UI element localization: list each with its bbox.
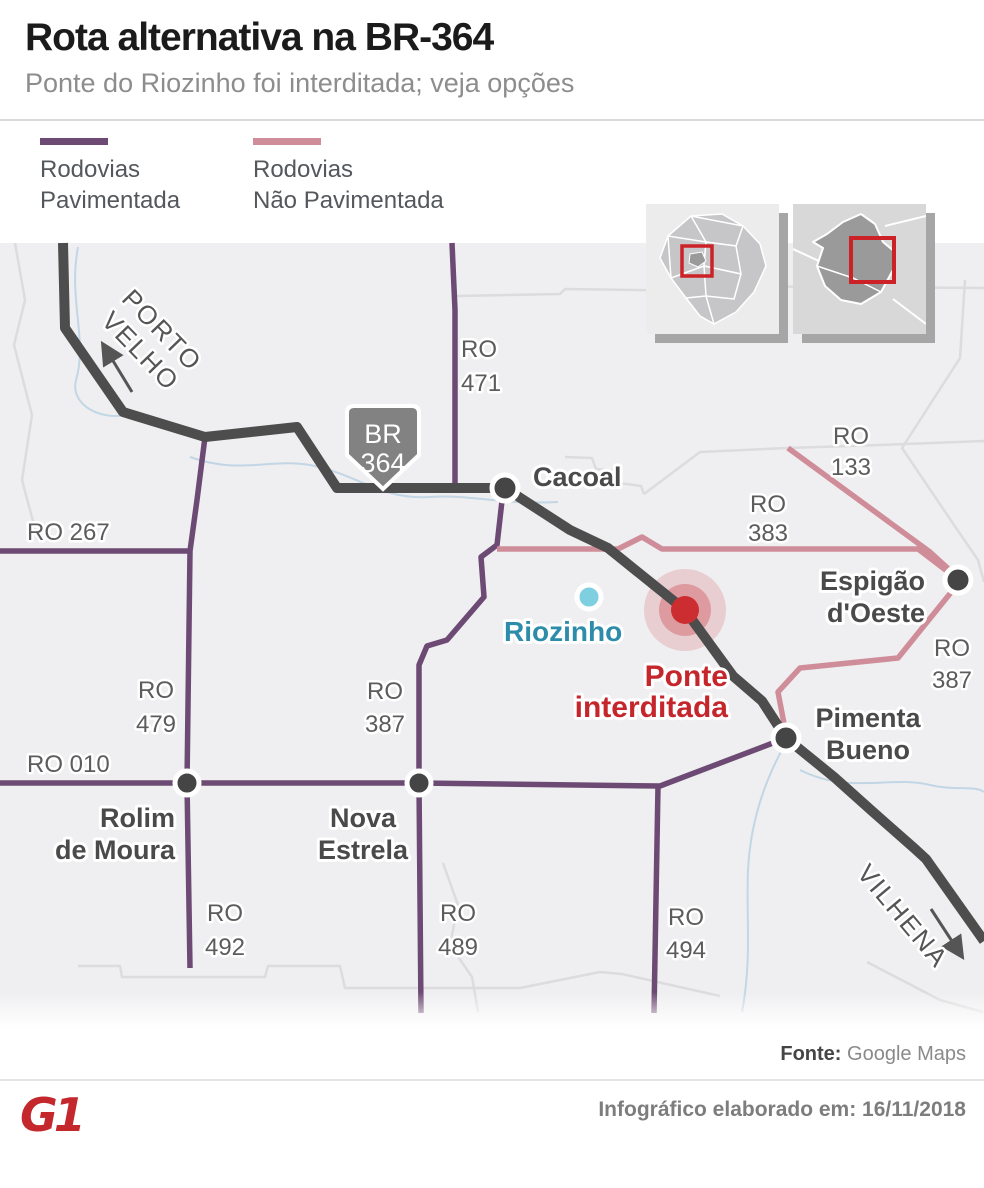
road-ro383 <box>497 534 958 581</box>
legend-paved: Rodovias Pavimentada <box>40 138 180 216</box>
rolim-de-moura-dot <box>172 768 202 798</box>
ro479-label-line1: RO <box>138 677 174 704</box>
focus-area-box <box>680 244 714 278</box>
map-background <box>0 243 984 1028</box>
ro494-label-line2: 494 <box>666 937 706 964</box>
ro133-label-line2: 133 <box>831 454 871 481</box>
page-subtitle: Ponte do Riozinho foi interditada; veja … <box>25 68 575 98</box>
rolim-label-line2: de Moura <box>55 835 176 865</box>
alert-line1: Ponte <box>645 660 728 693</box>
unpaved-roads <box>497 445 960 735</box>
header-divider <box>0 119 984 121</box>
nova-label-line2: Estrela <box>318 835 409 865</box>
ro479-label-line2: 479 <box>136 711 176 738</box>
paved-road-swatch <box>40 138 108 145</box>
ro492-label-line2: 492 <box>205 934 245 961</box>
shield-line1: BR <box>364 419 402 449</box>
source-label: Fonte: <box>780 1043 842 1065</box>
ro383-label-line1: RO <box>750 491 786 518</box>
road-ro133 <box>786 445 956 577</box>
ro010-label: RO 010 <box>27 751 110 778</box>
alert-line2: interditada <box>575 691 729 724</box>
rondonia-highlight-shape <box>688 251 707 268</box>
pimenta-bueno-dot <box>770 722 802 754</box>
footer-divider <box>0 1079 984 1081</box>
city-dots <box>172 472 974 798</box>
unpaved-road-swatch <box>253 138 321 145</box>
legend-unpaved: Rodovias Não Pavimentada <box>253 138 444 216</box>
road-br364 <box>58 242 984 944</box>
ro489-label-line1: RO <box>440 900 476 927</box>
ro387e-label-line1: RO <box>934 635 970 662</box>
map-bottom-fade <box>0 992 984 1028</box>
rolim-label-line1: Rolim <box>100 803 175 833</box>
source-value: Google Maps <box>847 1043 966 1065</box>
br364-shield-icon: BR 364 <box>345 404 421 492</box>
road-ro494 <box>651 785 661 1014</box>
pimenta-label-line2: Bueno <box>826 735 910 765</box>
credit-line: Infográfico elaborado em: 16/11/2018 <box>598 1098 966 1121</box>
riozinho-label: Riozinho <box>504 616 622 647</box>
unpaved-label-line2: Não Pavimentada <box>253 187 444 214</box>
nova-label-line1: Nova <box>330 803 397 833</box>
road-ro387-ro489 <box>416 491 506 1014</box>
ro387e-label-line2: 387 <box>932 667 972 694</box>
espigao-label-line2: d'Oeste <box>827 598 925 628</box>
ro471-label-line1: RO <box>461 336 497 363</box>
riozinho-dot <box>574 582 604 612</box>
nova-estrela-dot <box>404 768 434 798</box>
paved-label-line1: Rodovias <box>40 156 141 183</box>
pimenta-label-line1: Pimenta <box>815 703 921 733</box>
ro133-label-line1: RO <box>833 423 869 450</box>
espigao-label-line1: Espigão <box>820 566 925 596</box>
brazil-inset-map <box>646 204 779 334</box>
cacoal-dot <box>489 472 521 504</box>
ro387w-label-line1: RO <box>367 678 403 705</box>
ro494-label-line1: RO <box>668 904 704 931</box>
rondonia-inset-map <box>792 204 927 334</box>
paved-label-line2: Pavimentada <box>40 187 181 214</box>
road-ro387-east <box>775 583 960 735</box>
neighbor-boundaries <box>792 215 927 325</box>
route-map: BR 364 PORTO VELHO VILHENA RO 471 RO 267… <box>0 242 984 1028</box>
g1-logo: G1 <box>20 1088 86 1142</box>
city-labels: Cacoal Riozinho Espigão d'Oeste Pimenta … <box>52 459 928 868</box>
vilhena-arrow-icon <box>929 908 965 961</box>
ro267-label: RO 267 <box>27 519 110 546</box>
page-title: Rota alternativa na BR-364 <box>25 16 494 59</box>
shield-line2: 364 <box>360 448 405 478</box>
ro383-label-line2: 383 <box>748 520 788 547</box>
road-ro471 <box>449 242 458 488</box>
porto-velho-arrow-icon <box>100 340 134 393</box>
bridge-closed-center <box>671 596 699 624</box>
brazil-locator-inset <box>646 204 779 334</box>
focus-area-box <box>849 236 896 284</box>
ro489-label-line2: 489 <box>438 934 478 961</box>
unpaved-label-line1: Rodovias <box>253 156 354 183</box>
municipal-boundaries <box>12 242 984 1014</box>
espigao-dot <box>942 564 974 596</box>
cacoal-label: Cacoal <box>533 462 622 492</box>
ro492-label-line1: RO <box>207 900 243 927</box>
road-number-labels: RO 471 RO 267 RO 479 RO 010 RO 492 RO 38… <box>25 334 975 967</box>
source-line: Fonte: Google Maps <box>780 1043 966 1066</box>
ro387w-label-line2: 387 <box>365 711 405 738</box>
bridge-closed-label: Ponte interditada <box>572 657 732 727</box>
rondonia-locator-inset <box>792 204 927 334</box>
ro471-label-line2: 471 <box>461 370 501 397</box>
